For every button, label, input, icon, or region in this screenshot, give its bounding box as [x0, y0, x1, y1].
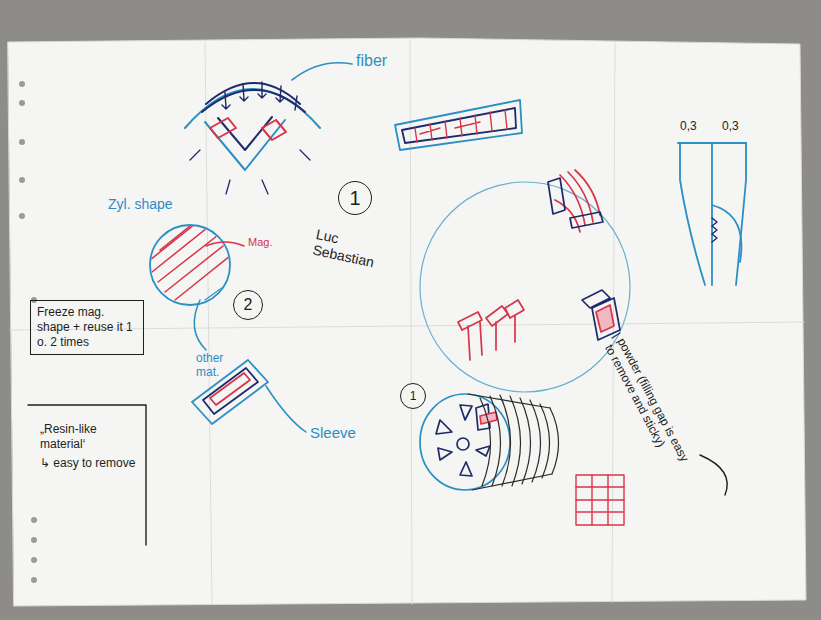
punch-hole [19, 139, 25, 145]
magnet-pocket [548, 178, 603, 228]
punch-hole [31, 517, 37, 523]
node-text: 2 [244, 297, 253, 313]
bar-inner [402, 108, 516, 143]
node-text: Freeze mag. shape + reuse it 1 o. 2 time… [37, 305, 137, 350]
fold-line [410, 40, 412, 604]
punch-hole [31, 577, 37, 583]
powder-bracket [700, 455, 727, 495]
note-divider [28, 405, 146, 545]
fiber-arc-sketch [185, 63, 352, 194]
paper-folds [10, 40, 804, 604]
bar-outline [395, 100, 522, 150]
profile-spring [712, 218, 717, 242]
arrow-block [458, 312, 482, 360]
red-sketch [555, 170, 600, 232]
callout-number: 2 [233, 290, 263, 320]
magnet-pocket [582, 290, 620, 340]
grid-frame [576, 475, 624, 525]
arc-inner [202, 90, 305, 112]
sleeve-leader [266, 386, 306, 432]
rotor-hub [457, 438, 469, 450]
profile-edge [736, 143, 746, 285]
punch-hole [19, 213, 25, 219]
powder-leader [612, 333, 620, 338]
punch-hole [19, 100, 25, 106]
force-arrows [222, 82, 297, 110]
note-box: Freeze mag. shape + reuse it 1 o. 2 time… [30, 300, 144, 355]
red-arrows [458, 300, 524, 360]
coil-windings [480, 395, 559, 486]
paper-sheet [8, 38, 806, 606]
mag-leader [206, 242, 244, 246]
magnet-details [548, 170, 620, 340]
magnet-block [210, 118, 236, 138]
part-label: other mat. [196, 352, 246, 380]
part-label: Sleeve [310, 424, 356, 441]
magnet-block [262, 120, 286, 140]
node-text: 1 [410, 390, 417, 402]
rotor-face [420, 394, 510, 490]
punch-hole [19, 177, 25, 183]
node-text: ↳ easy to remove [40, 456, 136, 471]
outer-arrows [190, 150, 310, 194]
profile-center [711, 143, 713, 285]
node-text: „Resin-like material‘ [40, 422, 136, 452]
part-label: fiber [356, 52, 387, 70]
laminated-bar [395, 100, 522, 150]
magnet-fill [596, 305, 614, 332]
part-label: Zyl. shape [108, 196, 173, 212]
profile-edge [680, 143, 705, 285]
other-leader [194, 300, 206, 350]
red-grid [576, 475, 624, 525]
profile-sketch [678, 143, 746, 285]
punch-hole [19, 81, 25, 87]
magnet-hatch [150, 220, 230, 300]
grid-lines [576, 475, 624, 525]
callout-number: 1 [338, 181, 372, 215]
other-hatch [150, 226, 230, 300]
dimension: 0,3 [680, 120, 697, 134]
cylinder-hatch [150, 220, 230, 300]
arc-inner [206, 83, 300, 104]
coil-edge [468, 394, 552, 490]
punch-hole [31, 557, 37, 563]
note-block: „Resin-like material‘ ↳ easy to remove [34, 418, 142, 475]
part-label: Mag. [248, 236, 272, 249]
arrow-block [505, 300, 524, 342]
punch-hole [31, 537, 37, 543]
bar-hatch [415, 110, 507, 142]
v-core [205, 120, 285, 170]
dimension: 0,3 [722, 120, 739, 134]
fiber-leader [292, 63, 352, 80]
rotor-outline [420, 182, 630, 392]
rotor-coil-sketch [420, 394, 559, 490]
cylinder-sketch [150, 220, 244, 350]
callout-number: 1 [400, 383, 426, 409]
profile-bulge [712, 205, 741, 262]
arrow-block [486, 306, 508, 350]
punch-holes [19, 81, 37, 583]
node-text: 1 [349, 188, 360, 208]
